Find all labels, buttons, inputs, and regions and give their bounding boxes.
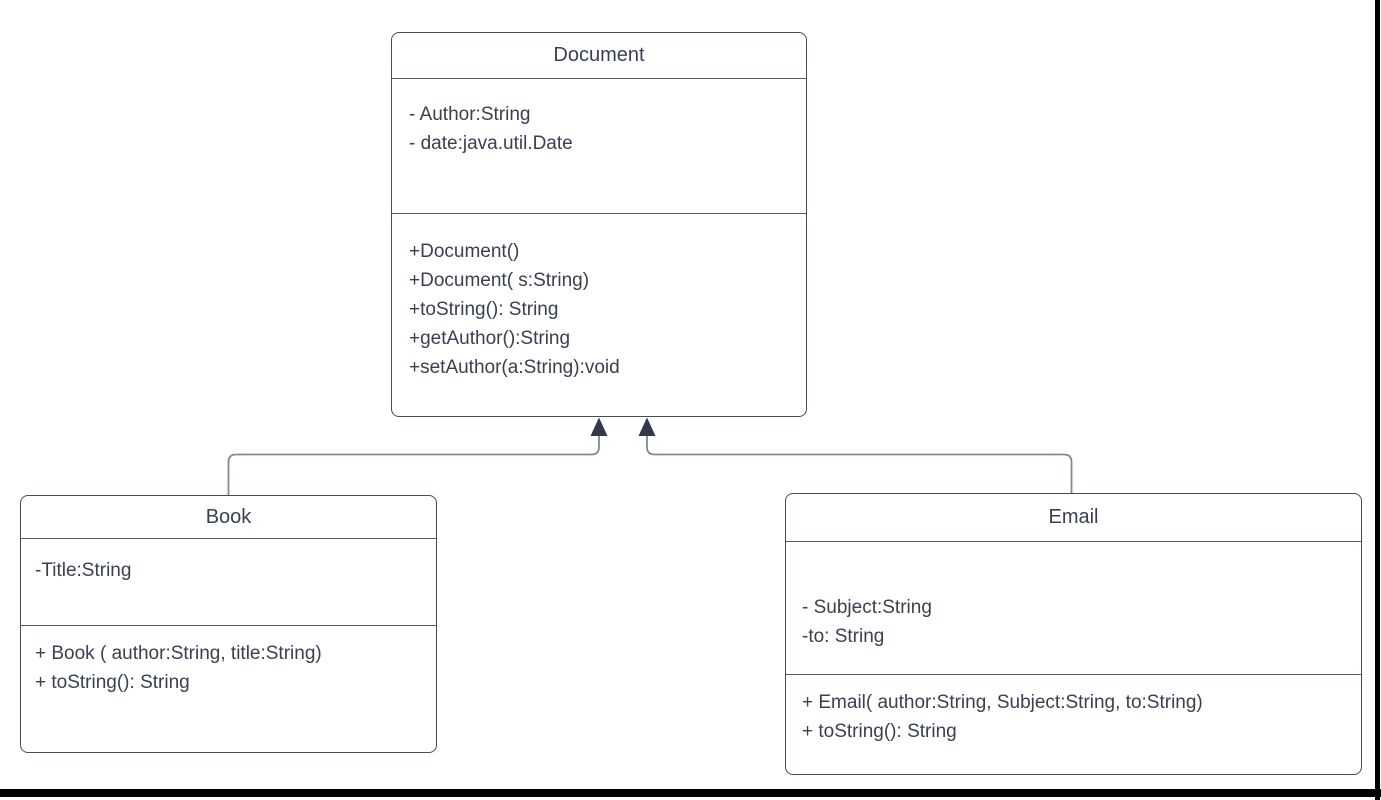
method-line: + toString(): String [35, 672, 190, 693]
class-attributes-section: - Author:String - date:java.util.Date [392, 79, 806, 214]
class-methods-section: + Book ( author:String, title:String) + … [21, 626, 436, 697]
class-title: Book [21, 496, 436, 539]
method-line: +setAuthor(a:String):void [409, 357, 620, 378]
method-line: + Book ( author:String, title:String) [35, 643, 322, 664]
class-attributes-section: - Subject:String -to: String [786, 542, 1361, 675]
method-line: +getAuthor():String [409, 328, 571, 349]
class-methods-section: +Document() +Document( s:String) +toStri… [392, 214, 806, 382]
email-to-document-arrowhead-icon [638, 417, 656, 436]
class-title: Email [786, 494, 1361, 542]
method-line: +Document( s:String) [409, 270, 590, 291]
class-title: Document [392, 33, 806, 79]
book-to-document-arrowhead-icon [590, 417, 608, 436]
attribute-line: - Subject:String [802, 597, 932, 618]
attribute-line: -to: String [802, 626, 885, 647]
method-line: + Email( author:String, Subject:String, … [802, 692, 1203, 713]
attribute-line: - date:java.util.Date [409, 133, 573, 154]
book-to-document-connector [227, 434, 600, 495]
attribute-line: - Author:String [409, 104, 531, 125]
class-box-book: Book -Title:String + Book ( author:Strin… [20, 495, 437, 753]
method-line: +Document() [409, 241, 520, 262]
email-to-document-connector [646, 434, 1073, 493]
class-box-document: Document - Author:String - date:java.uti… [391, 32, 807, 417]
class-box-email: Email - Subject:String -to: String + Ema… [785, 493, 1362, 775]
window-border-bottom [0, 789, 1381, 797]
method-line: +toString(): String [409, 299, 559, 320]
method-line: + toString(): String [802, 721, 957, 742]
attribute-line: -Title:String [35, 560, 132, 581]
class-attributes-section: -Title:String [21, 539, 436, 626]
class-methods-section: + Email( author:String, Subject:String, … [786, 675, 1361, 746]
window-border-right [1375, 0, 1380, 800]
